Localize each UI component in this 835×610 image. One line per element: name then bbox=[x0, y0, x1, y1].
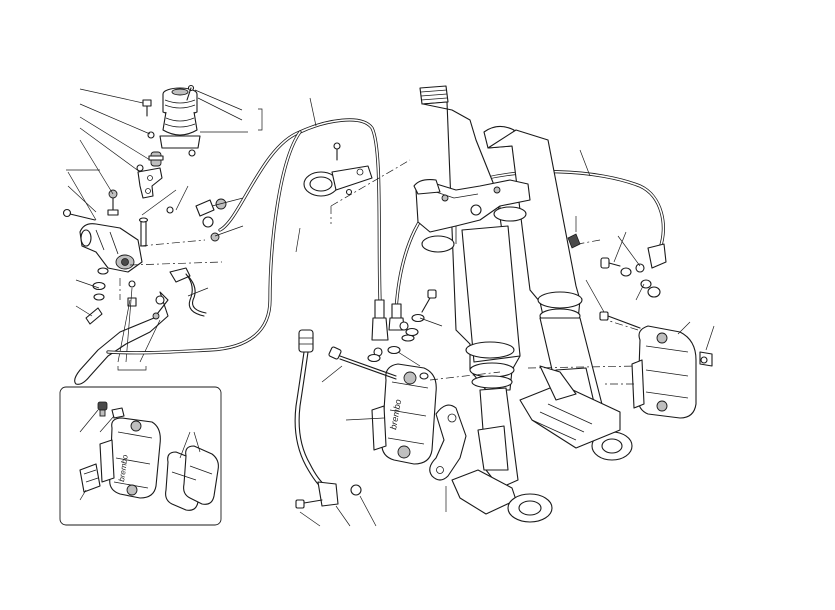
pad-spring bbox=[79, 463, 101, 493]
reservoir-screw bbox=[142, 99, 155, 139]
front-fork bbox=[413, 85, 641, 523]
bleed-valve bbox=[97, 401, 125, 419]
master-cylinder-group bbox=[62, 84, 263, 385]
master-cylinder-body bbox=[79, 223, 143, 273]
caliper-mount-bolt bbox=[321, 346, 397, 383]
brake-pads bbox=[165, 445, 219, 511]
reservoir bbox=[159, 84, 201, 157]
axle-clamps bbox=[451, 365, 621, 523]
brake-lever bbox=[74, 291, 169, 385]
left-fork-upper bbox=[413, 179, 441, 195]
washers-left bbox=[85, 267, 137, 325]
left-brake-hose bbox=[106, 97, 389, 357]
banjo-fitting bbox=[195, 198, 227, 242]
pivot-pin bbox=[138, 217, 149, 247]
left-fork-leg bbox=[419, 85, 521, 489]
triple-clamp bbox=[415, 179, 531, 253]
left-caliper: brembo bbox=[345, 363, 501, 465]
speed-sensor bbox=[294, 329, 377, 527]
sensor-bracket bbox=[429, 404, 467, 512]
inset-caliper: brembo bbox=[99, 417, 161, 499]
hose-clamp bbox=[303, 142, 411, 224]
master-cylinder-leaders bbox=[66, 88, 263, 371]
caliper-detail-inset: brembo bbox=[59, 386, 222, 526]
long-bolt bbox=[62, 208, 96, 221]
mounting-bracket bbox=[136, 164, 174, 214]
reservoir-hose bbox=[148, 151, 164, 167]
brake-light-switch bbox=[169, 267, 207, 317]
right-caliper-bolts bbox=[585, 231, 661, 329]
right-caliper bbox=[599, 317, 715, 419]
hose-banjo-hardware bbox=[367, 289, 443, 367]
inset-brand-mark: brembo bbox=[117, 454, 130, 483]
